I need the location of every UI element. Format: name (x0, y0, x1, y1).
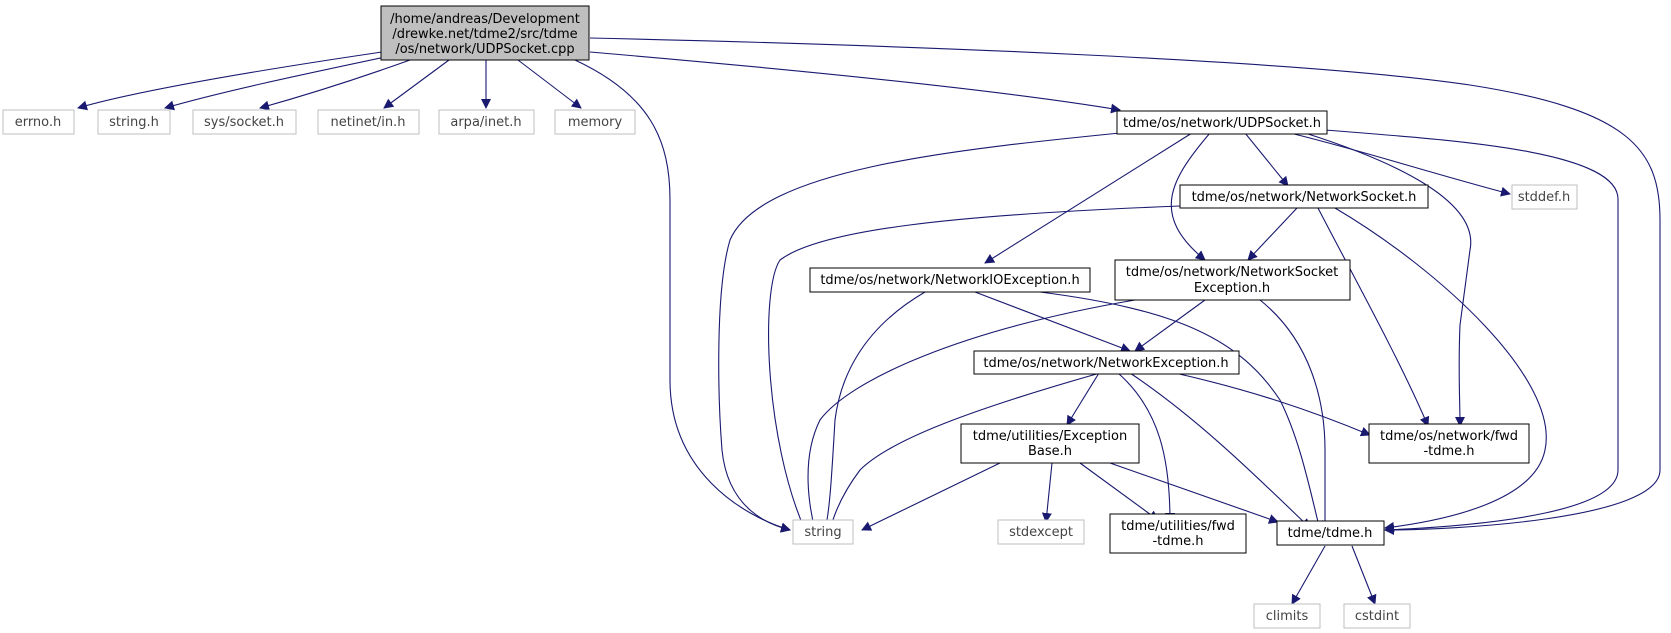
edge-networksocket-tdme-h (1334, 207, 1547, 532)
node-networkioexception-h-label: tdme/os/network/NetworkIOException.h (820, 273, 1079, 288)
node-network-fwd-tdme-h-line-1: tdme/os/network/fwd (1380, 429, 1518, 444)
edge-root-string (574, 59, 791, 533)
edge-networksocketexception-tdme-h (1259, 299, 1330, 531)
node-string[interactable]: string (792, 519, 854, 545)
node-string-h-label: string.h (109, 115, 159, 130)
edge-exceptionbase-stdexcept (1041, 462, 1053, 523)
node-utilities-fwd-tdme-h-line-2: -tdme.h (1152, 534, 1203, 549)
edge-udpsocket-networksocket (1244, 132, 1289, 187)
node-network-fwd-tdme-h-line-2: -tdme.h (1423, 444, 1474, 459)
edge-root-sys-socket (259, 59, 411, 111)
edge-networksocketexception-string (807, 299, 1136, 531)
edge-networkioexception-string (822, 291, 926, 531)
edge-networkexception-network-fwd (1174, 372, 1371, 437)
node-udpsocket-h[interactable]: tdme/os/network/UDPSocket.h (1116, 110, 1328, 135)
node-udpsocket-h-label: tdme/os/network/UDPSocket.h (1123, 116, 1321, 131)
edge-udpsocket-tdme-h (1324, 129, 1619, 535)
node-exceptionbase-h-line-1: tdme/utilities/Exception (973, 429, 1127, 444)
node-networkexception-h[interactable]: tdme/os/network/NetworkException.h (973, 350, 1240, 375)
node-networksocket-h-label: tdme/os/network/NetworkSocket.h (1192, 190, 1417, 205)
edge-networksocket-string (768, 205, 1181, 531)
node-climits[interactable]: climits (1253, 603, 1321, 629)
edge-networkexception-tdme-h (1129, 372, 1311, 529)
edge-exceptionbase-tdme-h (1109, 462, 1279, 524)
node-cstdint-label: cstdint (1355, 609, 1399, 624)
node-tdme-h[interactable]: tdme/tdme.h (1276, 520, 1385, 546)
node-networksocketexception-h-line-2: Exception.h (1194, 281, 1270, 296)
edge-networkexception-exceptionbase (1066, 372, 1100, 426)
edge-networkioexception-tdme-h (1039, 291, 1323, 531)
node-arpa-inet-h-label: arpa/inet.h (450, 115, 521, 130)
node-arpa-inet-h[interactable]: arpa/inet.h (438, 109, 535, 135)
edges (77, 37, 1661, 605)
node-stdexcept-label: stdexcept (1009, 525, 1073, 540)
edge-root-udpsocket-h (589, 51, 1121, 114)
node-exceptionbase-h[interactable]: tdme/utilities/Exception Base.h (960, 423, 1140, 464)
node-string-label: string (804, 525, 841, 540)
node-networkexception-h-label: tdme/os/network/NetworkException.h (983, 356, 1228, 371)
node-utilities-fwd-tdme-h[interactable]: tdme/utilities/fwd -tdme.h (1109, 513, 1247, 554)
node-networksocketexception-h[interactable]: tdme/os/network/NetworkSocket Exception.… (1114, 259, 1351, 301)
node-sys-socket-h-label: sys/socket.h (204, 115, 284, 130)
edge-exceptionbase-string (861, 462, 1001, 531)
edge-root-tdme-h (589, 37, 1661, 535)
node-utilities-fwd-tdme-h-line-1: tdme/utilities/fwd (1121, 519, 1235, 534)
node-udpsocket-cpp-line-3: /os/network/UDPSocket.cpp (395, 42, 574, 57)
edge-udpsocket-networksocketexception (1170, 132, 1211, 261)
edge-tdme-h-climits (1291, 545, 1326, 605)
node-stddef-h-label: stddef.h (1518, 190, 1570, 205)
node-networksocketexception-h-line-1: tdme/os/network/NetworkSocket (1126, 265, 1338, 280)
edge-exceptionbase-utilities-fwd (1079, 462, 1159, 521)
node-stddef-h[interactable]: stddef.h (1511, 184, 1578, 210)
edge-root-errno (77, 51, 383, 111)
edge-root-string-h (164, 55, 391, 111)
node-udpsocket-cpp-line-1: /home/andreas/Development (390, 12, 580, 27)
node-sys-socket-h[interactable]: sys/socket.h (192, 109, 297, 135)
node-cstdint[interactable]: cstdint (1343, 603, 1411, 629)
node-udpsocket-cpp[interactable]: /home/andreas/Development /drewke.net/td… (380, 5, 590, 61)
node-string-h[interactable]: string.h (97, 109, 171, 135)
edge-networkioexception-networkexception (974, 291, 1131, 353)
node-network-fwd-tdme-h[interactable]: tdme/os/network/fwd -tdme.h (1368, 423, 1530, 464)
node-exceptionbase-h-line-2: Base.h (1028, 444, 1072, 459)
node-climits-label: climits (1266, 609, 1309, 624)
node-netinet-in-h-label: netinet/in.h (331, 115, 406, 130)
node-memory[interactable]: memory (554, 109, 636, 135)
nodes: /home/andreas/Development /drewke.net/td… (2, 5, 1578, 629)
edge-networkexception-utilities-fwd (1117, 372, 1175, 523)
edge-root-netinet-in (383, 59, 450, 109)
node-stdexcept[interactable]: stdexcept (997, 519, 1085, 545)
node-tdme-h-label: tdme/tdme.h (1288, 526, 1373, 541)
edge-udpsocket-network-fwd (1304, 132, 1472, 427)
edge-udpsocket-networkioexception (984, 132, 1193, 264)
node-udpsocket-cpp-line-2: /drewke.net/tdme2/src/tdme (392, 27, 577, 42)
node-memory-label: memory (568, 115, 623, 130)
node-networksocket-h[interactable]: tdme/os/network/NetworkSocket.h (1179, 184, 1429, 209)
node-networkioexception-h[interactable]: tdme/os/network/NetworkIOException.h (809, 267, 1091, 293)
edge-networksocket-networksocketexception (1247, 207, 1298, 261)
edge-udpsocket-stddef (1289, 132, 1511, 197)
node-netinet-in-h[interactable]: netinet/in.h (317, 109, 420, 135)
edge-tdme-h-cstdint (1351, 545, 1377, 605)
edge-root-memory (517, 59, 582, 109)
edge-networksocket-network-fwd (1317, 207, 1430, 427)
node-errno-h-label: errno.h (15, 115, 62, 130)
edge-networkexception-string (827, 372, 1101, 531)
node-errno-h[interactable]: errno.h (2, 109, 75, 135)
edge-networksocketexception-networkexception (1134, 299, 1206, 352)
edge-udpsocket-string (718, 132, 1121, 533)
